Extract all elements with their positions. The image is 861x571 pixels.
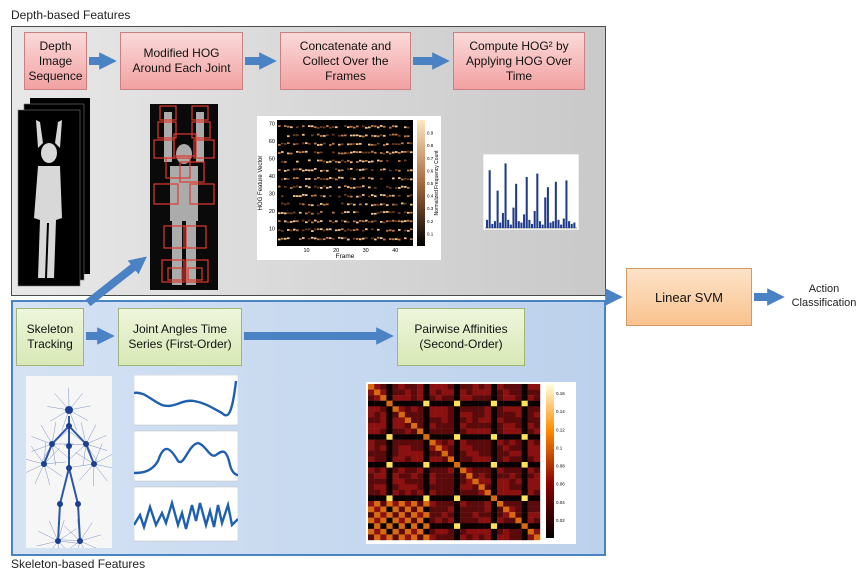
arrow-skel-to-depth xyxy=(88,262,140,303)
